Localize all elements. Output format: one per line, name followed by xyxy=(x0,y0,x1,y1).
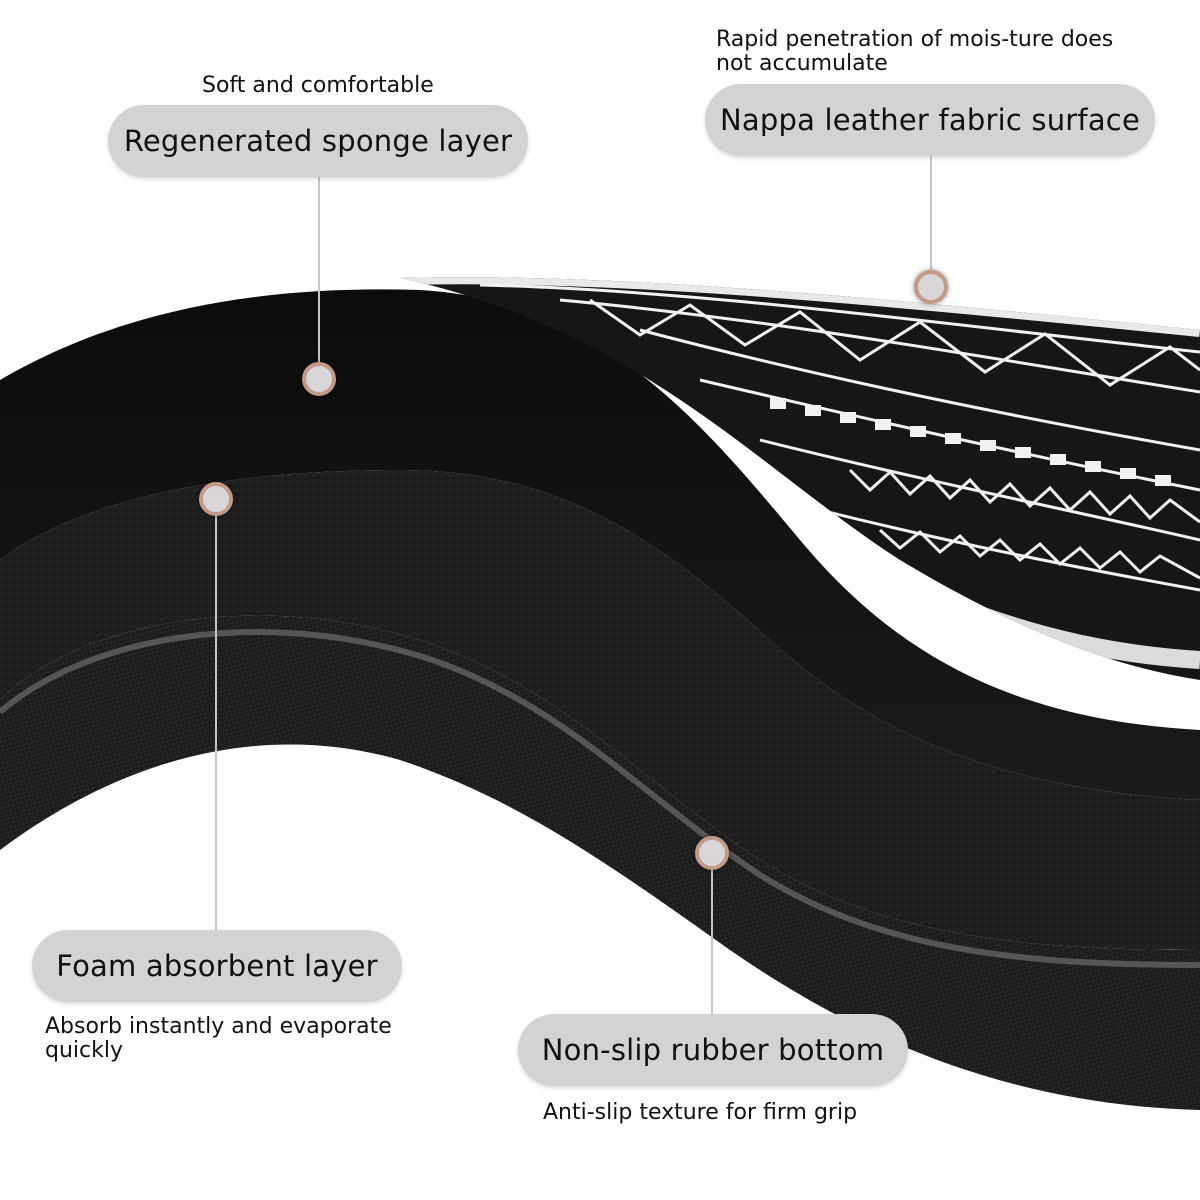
rubber-label-pill: Non-slip rubber bottom xyxy=(518,1014,908,1086)
leather-note-line1: Rapid penetration of mois-ture does xyxy=(716,27,1114,52)
sponge-callout-dot xyxy=(302,362,336,396)
geometric-print-pattern xyxy=(400,277,1200,669)
sponge-callout-line xyxy=(318,176,320,376)
leather-label-pill: Nappa leather fabric surface xyxy=(705,84,1155,156)
foam-label-pill: Foam absorbent layer xyxy=(32,930,402,1002)
leather-callout-line xyxy=(930,154,932,284)
foam-note-line2: quickly xyxy=(45,1038,123,1063)
leather-note-line2: not accumulate xyxy=(716,51,888,76)
sponge-note: Soft and comfortable xyxy=(202,73,434,98)
foam-note-line1: Absorb instantly and evaporate xyxy=(45,1014,392,1039)
leather-surface-base xyxy=(400,277,1200,680)
rubber-callout-line xyxy=(711,854,713,1020)
foam-callout-line xyxy=(215,498,217,936)
rubber-note: Anti-slip texture for firm grip xyxy=(543,1100,858,1125)
rubber-callout-dot xyxy=(695,836,729,870)
leather-callout-dot xyxy=(914,270,948,304)
foam-layer xyxy=(0,470,1200,950)
foam-callout-dot xyxy=(199,482,233,516)
sponge-layer xyxy=(0,289,1200,800)
rubber-bottom-layer xyxy=(0,615,1200,1110)
sponge-label-pill: Regenerated sponge layer xyxy=(108,105,528,177)
rubber-edge-highlight xyxy=(0,629,1200,968)
